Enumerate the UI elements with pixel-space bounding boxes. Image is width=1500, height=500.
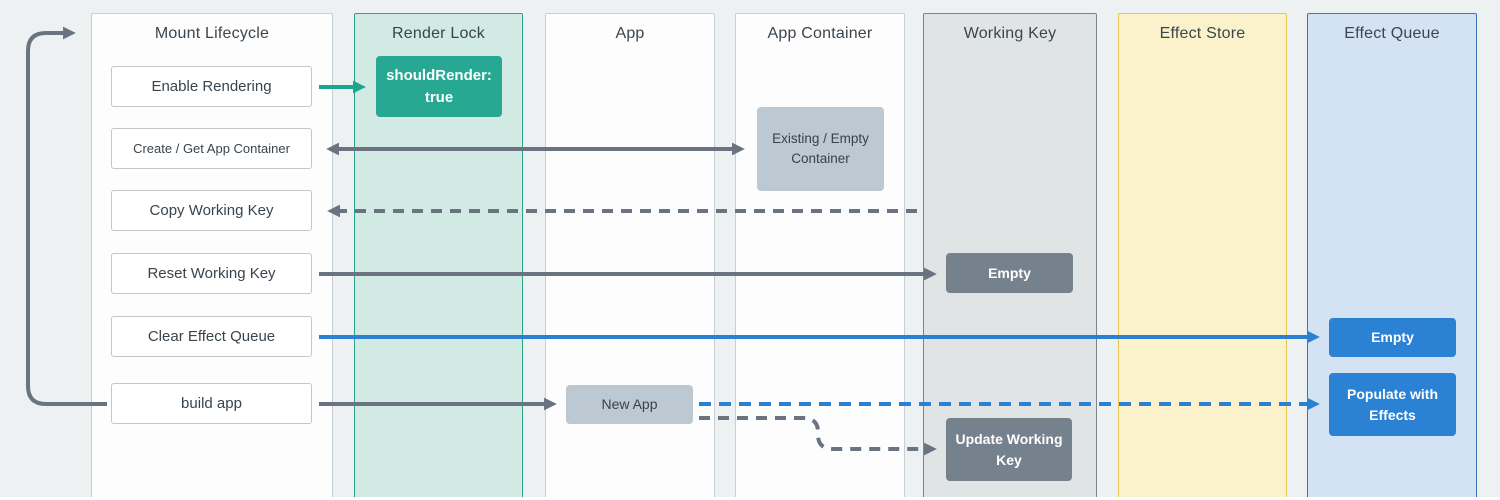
node-working-key-empty: Empty [946,253,1073,293]
node-should-render-true: shouldRender: true [376,56,502,117]
step-clear-effect-queue: Clear Effect Queue [111,316,312,357]
node-existing-empty-container: Existing / Empty Container [757,107,884,191]
node-populate-with-effects: Populate with Effects [1329,373,1456,436]
step-create-get-app-container: Create / Get App Container [111,128,312,169]
lane-title-working-key: Working Key [963,25,1057,42]
step-build-app: build app [111,383,312,424]
lane-app-container: App Container [735,13,905,497]
lane-title-app-container: App Container [767,25,873,42]
node-new-app: New App [566,385,693,424]
step-enable-rendering: Enable Rendering [111,66,312,107]
lane-app: App [545,13,715,497]
lane-title-mount-lifecycle: Mount Lifecycle [154,25,270,42]
lane-title-effect-queue: Effect Queue [1344,25,1440,42]
lane-title-render-lock: Render Lock [392,25,485,42]
bottom-edge-strip [0,497,1500,500]
step-copy-working-key: Copy Working Key [111,190,312,231]
node-effect-queue-empty: Empty [1329,318,1456,357]
node-update-working-key: Update Working Key [946,418,1072,481]
lane-title-effect-store: Effect Store [1159,25,1246,42]
step-reset-working-key: Reset Working Key [111,253,312,294]
lane-effect-store: Effect Store [1118,13,1287,497]
lane-title-app: App [615,25,645,42]
